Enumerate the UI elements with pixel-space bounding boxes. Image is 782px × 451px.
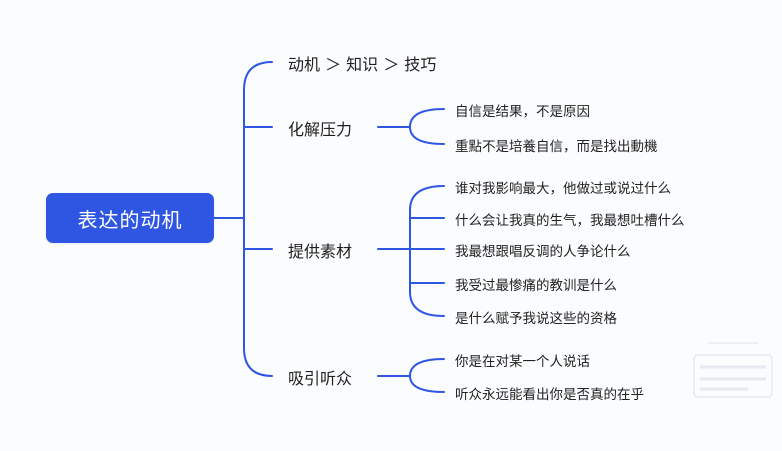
leaf-find-motivation: 重點不是培養自信，而是找出動機 [455, 139, 658, 155]
leaf-qualification: 是什么赋予我说这些的资格 [455, 311, 617, 327]
leaf-speak-to-one: 你是在对某一个人说话 [455, 354, 590, 370]
leaf-painful-lesson: 我受过最惨痛的教训是什么 [455, 278, 617, 294]
branch-motivation-formula: 动机 ＞ 知识 ＞ 技巧 [288, 55, 437, 74]
watermark-logo [693, 342, 773, 398]
leaf-what-angers: 什么会让我真的生气，我最想吐槽什么 [455, 213, 685, 229]
branch-provide-material: 提供素材 [288, 242, 353, 261]
sub-spine-huajie [393, 108, 445, 145]
leaf-who-influenced: 谁对我影响最大，他做过或说过什么 [455, 181, 671, 197]
branch-relieve-pressure: 化解压力 [288, 120, 353, 139]
leaf-confidence-result: 自信是结果，不是原因 [455, 104, 590, 120]
root-node: 表达的动机 [46, 193, 214, 243]
sub-spine-xiyin [393, 358, 445, 393]
branch-attract-audience: 吸引听众 [288, 369, 353, 388]
main-spine [243, 61, 273, 377]
leaf-audience-sees: 听众永远能看出你是否真的在乎 [455, 387, 644, 403]
leaf-argue-with: 我最想跟唱反调的人争论什么 [455, 244, 631, 260]
root-label: 表达的动机 [77, 207, 183, 232]
sub-spine-tigong [409, 185, 445, 317]
